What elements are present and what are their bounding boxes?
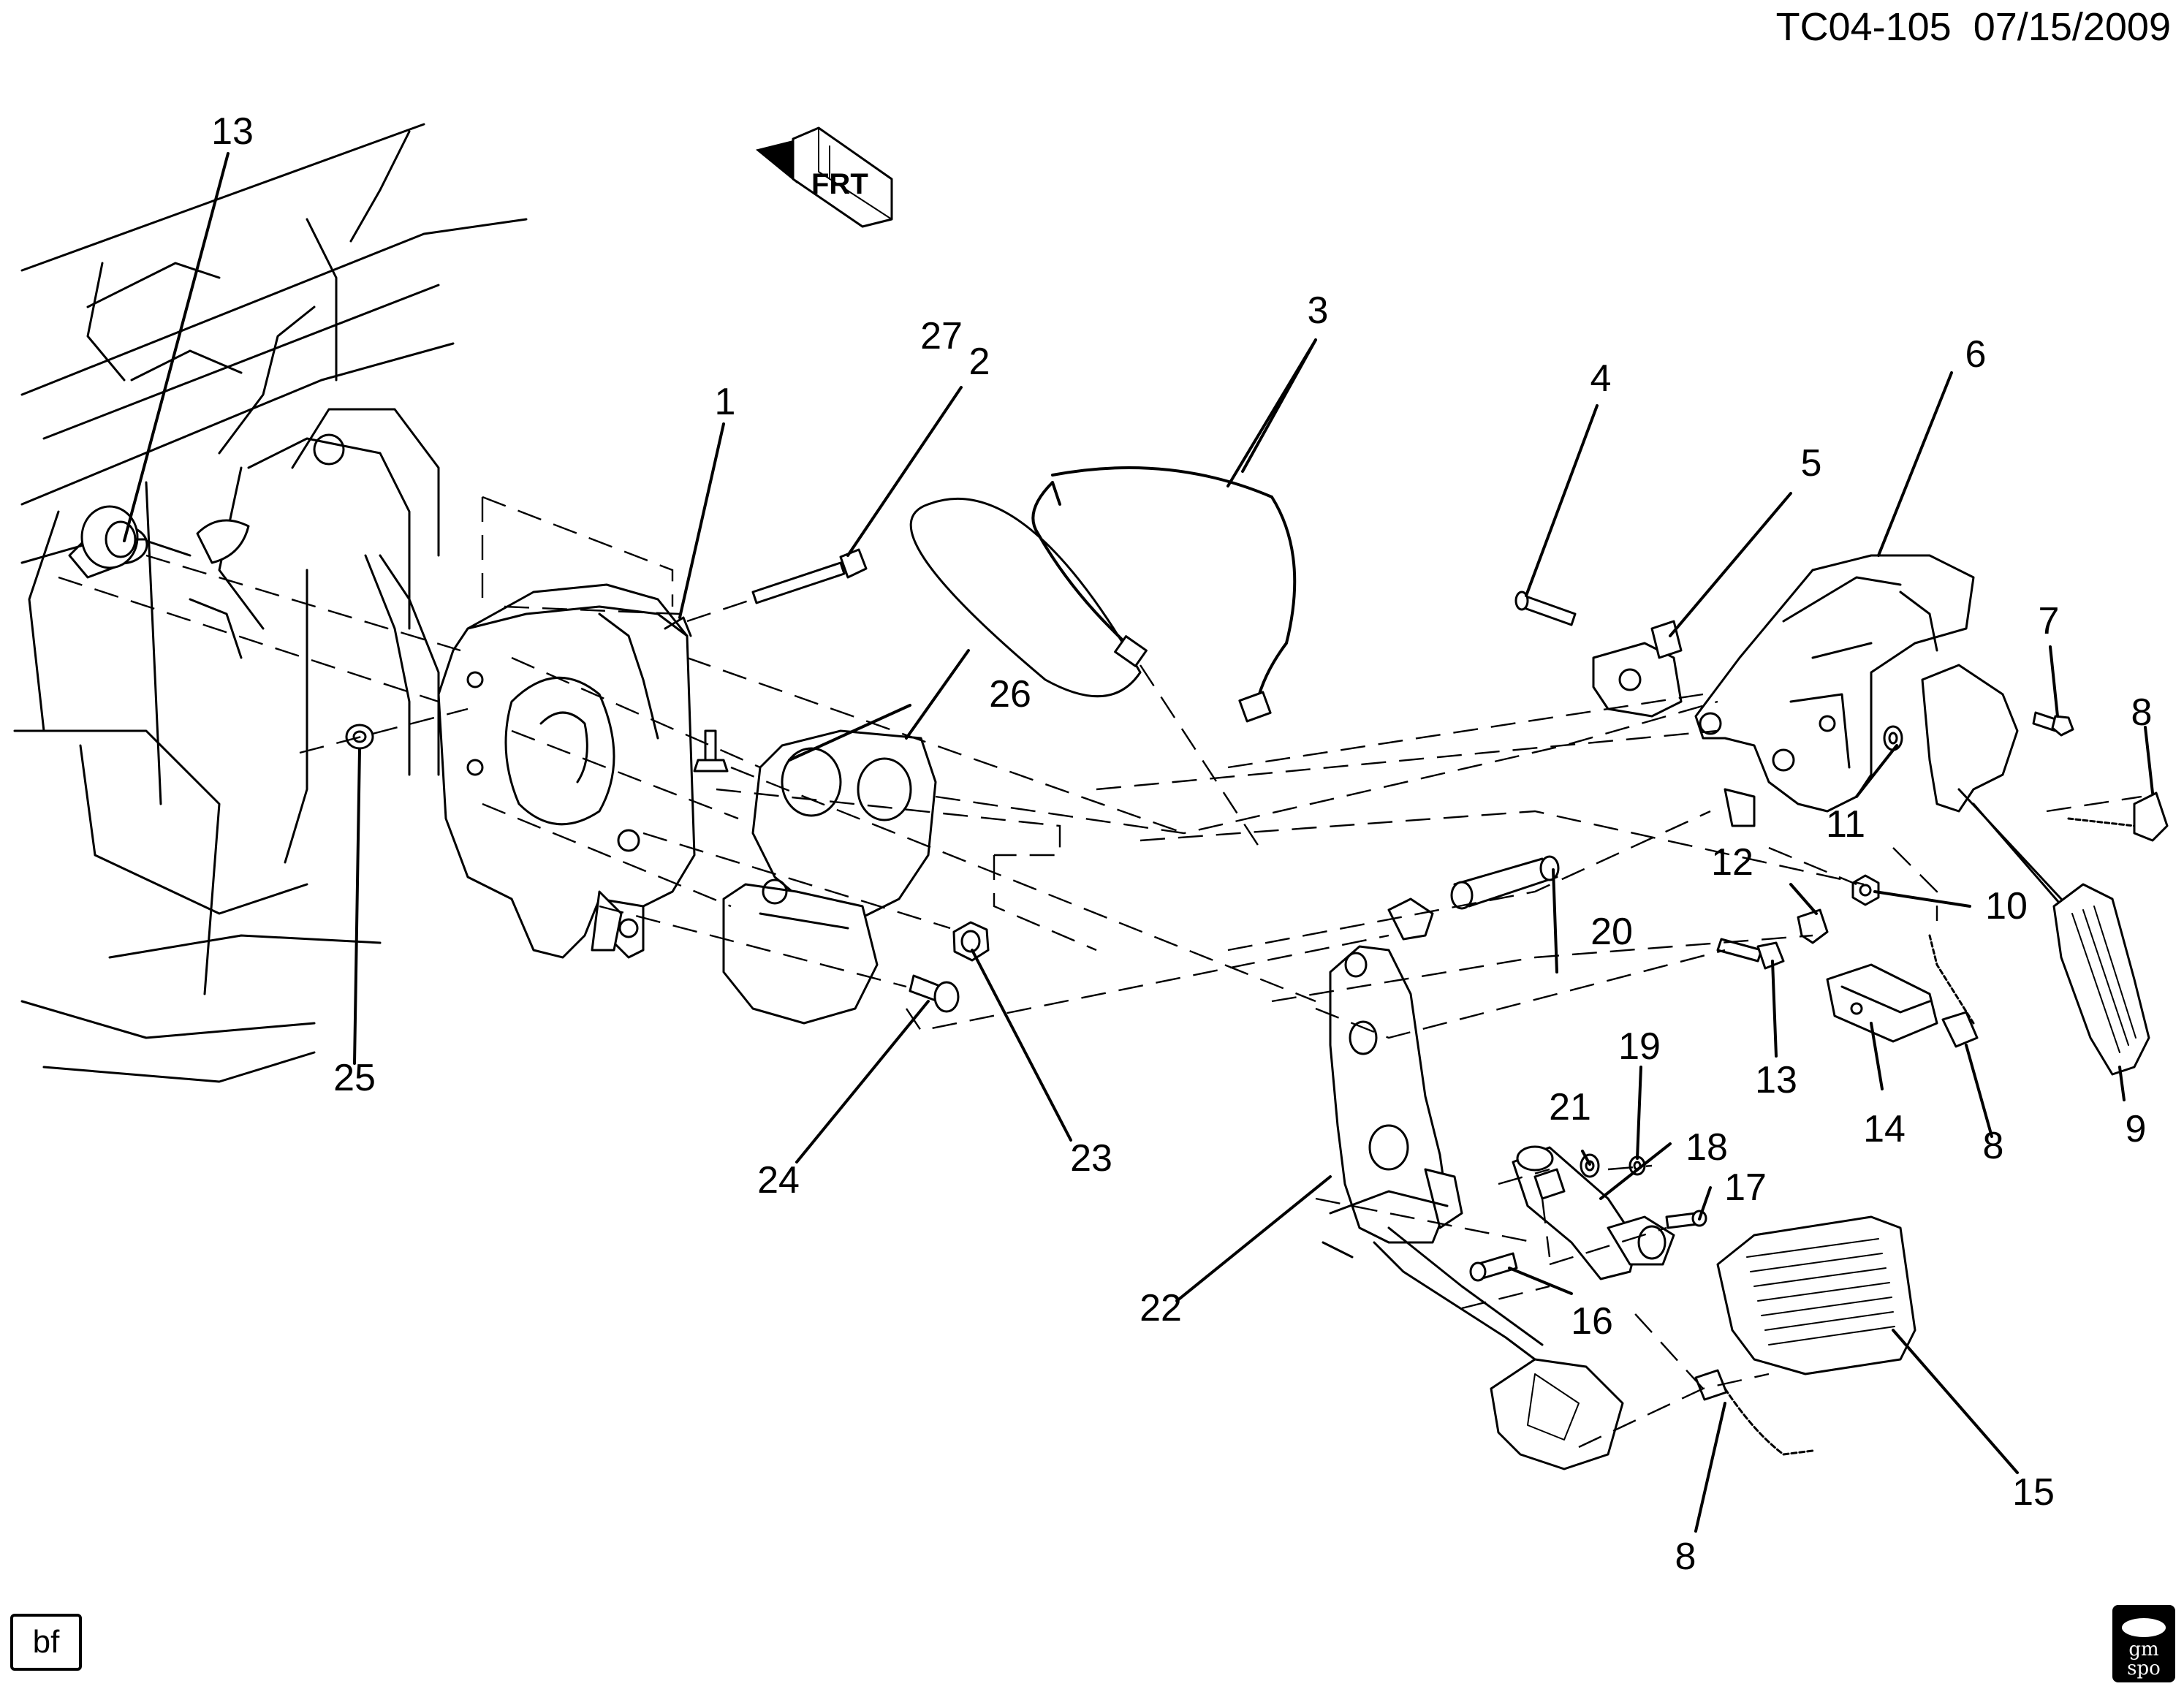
part-22-brake-pedal bbox=[1322, 945, 1624, 1470]
callout-23: 23 bbox=[1070, 1137, 1112, 1180]
callout-16: 16 bbox=[1571, 1300, 1613, 1343]
part-2-bolt bbox=[751, 548, 868, 604]
logo-oval-icon bbox=[2122, 1618, 2166, 1637]
part-3-cable bbox=[909, 466, 1297, 723]
callout-8-top: 8 bbox=[2131, 691, 2153, 734]
dash-panel-structure bbox=[13, 123, 528, 1083]
front-direction-label: FRT bbox=[811, 168, 868, 200]
part-4-screw bbox=[1514, 591, 1577, 626]
callout-7: 7 bbox=[2038, 600, 2060, 642]
callout-13-mid: 13 bbox=[1755, 1059, 1797, 1101]
front-direction-arrow-icon: FRT bbox=[755, 126, 893, 228]
logo-text-line2: spo bbox=[2127, 1658, 2161, 1679]
callout-8-mid: 8 bbox=[1982, 1125, 2004, 1167]
callout-8-bottom: 8 bbox=[1675, 1536, 1696, 1578]
callout-2: 2 bbox=[968, 341, 990, 383]
part-5-sensor bbox=[1592, 620, 1683, 718]
document-number: TC04-105 bbox=[1775, 5, 1952, 49]
artist-initials: bf bbox=[32, 1624, 60, 1660]
callout-11: 11 bbox=[1826, 803, 1865, 846]
callout-14: 14 bbox=[1863, 1108, 1906, 1150]
artist-initials-box: bf bbox=[10, 1614, 82, 1671]
callout-27: 27 bbox=[920, 315, 963, 357]
callout-21: 21 bbox=[1549, 1086, 1591, 1128]
callout-9: 9 bbox=[2125, 1108, 2147, 1150]
callout-10: 10 bbox=[1985, 885, 2028, 927]
part-8-connector-mid bbox=[1928, 934, 1979, 1048]
callout-13-top: 13 bbox=[211, 110, 254, 153]
part-15-pedal-pad bbox=[1716, 1215, 1916, 1375]
part-27-bolt bbox=[693, 729, 729, 773]
callout-3: 3 bbox=[1307, 289, 1329, 332]
document-date: 07/15/2009 bbox=[1973, 5, 2171, 49]
callout-22: 22 bbox=[1140, 1287, 1182, 1329]
assembly-alignment-lines bbox=[58, 496, 2142, 1449]
part-24-bolt bbox=[909, 974, 960, 1013]
logo-text-line1: gm bbox=[2128, 1639, 2159, 1660]
callout-24: 24 bbox=[757, 1159, 800, 1202]
part-12-retainer bbox=[1797, 908, 1829, 944]
part-7-bolt bbox=[2032, 711, 2074, 737]
part-13-pin bbox=[1716, 938, 1785, 970]
callout-leader-lines bbox=[123, 152, 2154, 1533]
part-23-nut bbox=[952, 921, 990, 962]
callout-18: 18 bbox=[1686, 1126, 1728, 1169]
part-20-bushing bbox=[1387, 855, 1560, 941]
gm-spo-logo: gm spo bbox=[2112, 1605, 2175, 1682]
part-11-washer bbox=[1883, 725, 1903, 751]
callout-26: 26 bbox=[989, 673, 1031, 716]
callout-15: 15 bbox=[2012, 1471, 2055, 1514]
part-13-bushing bbox=[80, 505, 148, 569]
part-26-plate bbox=[722, 729, 937, 1025]
callout-1: 1 bbox=[714, 381, 736, 423]
part-9-accelerator-pedal bbox=[1921, 664, 2150, 1076]
callout-20: 20 bbox=[1590, 911, 1633, 953]
callout-19: 19 bbox=[1618, 1025, 1661, 1068]
part-6-pedal-bracket bbox=[1694, 554, 1975, 827]
part-1-pedal-bracket bbox=[437, 583, 696, 959]
callout-6: 6 bbox=[1965, 333, 1987, 376]
callout-12: 12 bbox=[1711, 841, 1753, 884]
part-8-connector-bottom bbox=[1694, 1369, 1814, 1456]
part-10-nut bbox=[1851, 874, 1880, 906]
callout-17: 17 bbox=[1724, 1166, 1767, 1209]
part-21-washer bbox=[1580, 1153, 1600, 1178]
callout-25: 25 bbox=[333, 1057, 376, 1099]
part-17-bolt bbox=[1665, 1210, 1707, 1229]
callout-4: 4 bbox=[1590, 357, 1612, 400]
part-8-connector-top bbox=[2067, 792, 2169, 842]
callout-5: 5 bbox=[1800, 442, 1822, 485]
part-14-module bbox=[1826, 963, 1938, 1043]
part-16-bolt bbox=[1469, 1252, 1518, 1282]
document-id: TC04-105 07/15/2009 bbox=[1776, 4, 2171, 50]
